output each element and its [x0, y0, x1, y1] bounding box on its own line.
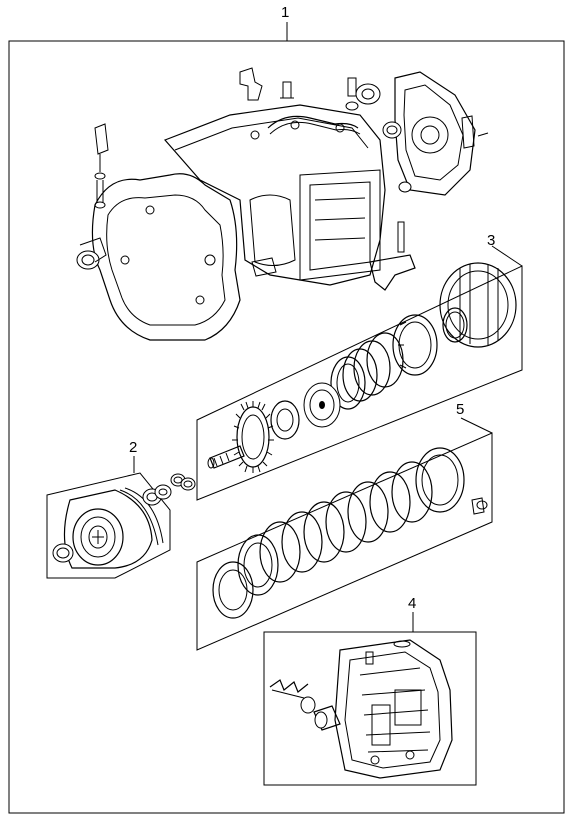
loose-seal-rings	[170, 473, 196, 491]
callout-5: 5	[456, 401, 465, 418]
group-2-oil-pump	[52, 484, 172, 569]
group-4-valve-body	[269, 639, 453, 779]
group-4-frame	[263, 612, 477, 786]
callout-1: 1	[281, 4, 290, 21]
outer-frame	[8, 22, 565, 814]
group-5-clutch-pack	[212, 447, 488, 619]
group-3-clutch-assembly	[207, 262, 517, 473]
group-5-frame	[196, 417, 493, 651]
callout-2: 2	[129, 439, 138, 456]
transmission-case-drawing	[76, 67, 489, 341]
group-3-frame	[196, 245, 523, 501]
group-2-frame	[46, 456, 171, 579]
callout-4: 4	[408, 595, 417, 612]
callout-3: 3	[487, 232, 496, 249]
